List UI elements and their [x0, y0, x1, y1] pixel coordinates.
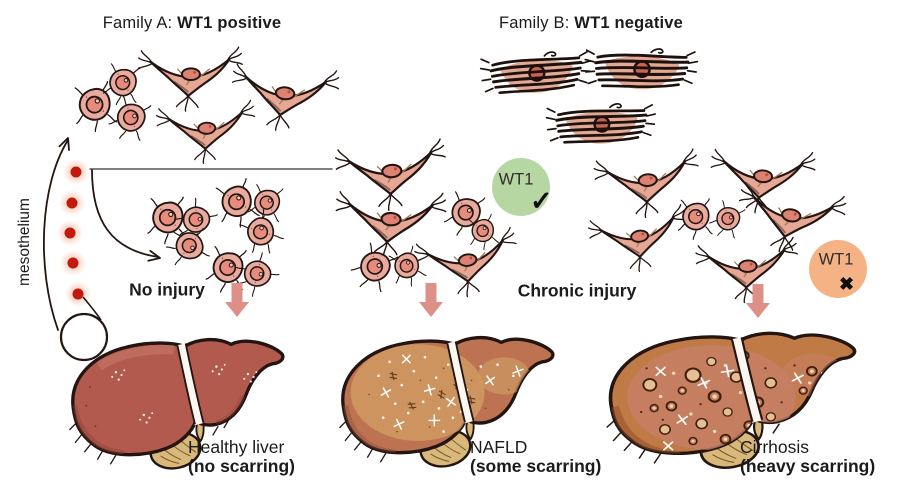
myofibroblast-cell — [582, 44, 700, 93]
down-arrow-nafld — [419, 283, 443, 317]
liver-name: NAFLD — [470, 437, 528, 457]
family-a-title-emphasis: WT1 positive — [177, 14, 282, 32]
down-arrow-healthy — [225, 283, 249, 317]
sketch-hatching — [68, 418, 230, 465]
magnifier-circle — [59, 312, 109, 362]
stellate-cell — [694, 236, 801, 306]
sketch-hatching — [338, 419, 387, 463]
mesothelium-label: mesothelium — [16, 198, 33, 286]
healthy-liver-illustration — [68, 337, 285, 475]
liver-qualifier: (no scarring) — [188, 456, 295, 476]
mesothelial-cell — [705, 197, 748, 243]
down-arrow-cirrhosis — [746, 284, 770, 318]
liver-qualifier: (some scarring) — [470, 456, 602, 476]
family-a-title-prefix: Family A: — [102, 14, 178, 32]
mesothelial-cell — [677, 197, 713, 241]
healthy-liver-label: Healthy liver (no scarring) — [188, 438, 295, 476]
family-a-stellate-cells-top — [137, 46, 342, 167]
liver-name: Healthy liver — [188, 437, 285, 457]
cross-icon: ✖ — [839, 274, 855, 294]
liver-name: Cirrhosis — [740, 437, 810, 457]
nafld-liver-illustration — [338, 335, 555, 473]
sketch-hatching — [606, 419, 781, 464]
family-a-round-cells-top — [70, 61, 155, 147]
mesothelium-dot — [66, 197, 78, 209]
wt1-positive-label: WT1 — [498, 170, 534, 189]
family-b-myofibroblasts — [478, 44, 700, 146]
magnifier-cone-line — [82, 296, 102, 321]
differentiation-arrow-up — [43, 137, 70, 331]
mesothelium-dot — [67, 257, 79, 269]
liver-texture — [342, 344, 531, 453]
mesothelial-cell — [70, 80, 119, 135]
mesothelium-dot — [72, 288, 84, 300]
family-b-title: Family B: WT1 negative — [499, 14, 683, 33]
stellate-cell — [333, 137, 450, 215]
stellate-cell — [155, 99, 258, 167]
myofibroblast-cell — [544, 101, 658, 146]
family-b-middle-cell-group — [332, 137, 524, 305]
wt1-negative-label: WT1 — [818, 250, 854, 269]
cirrhosis-liver-label: Cirrhosis (heavy scarring) — [740, 438, 875, 476]
stellate-cell — [586, 203, 694, 279]
mesothelium-strip — [57, 159, 91, 307]
wt1-positive-circle — [492, 158, 550, 216]
wt1-negative-circle — [809, 240, 867, 298]
nafld-liver-label: NAFLD (some scarring) — [470, 438, 601, 476]
no-injury-label: No injury — [129, 279, 205, 300]
check-icon: ✓ — [530, 186, 553, 216]
family-b-title-prefix: Family B: — [498, 14, 575, 32]
family-a-title: Family A: WT1 positive — [103, 14, 282, 33]
mesothelium-dot — [64, 227, 76, 239]
myofibroblast-cell — [478, 48, 594, 98]
stellate-cell — [226, 59, 342, 138]
stellate-cell — [137, 46, 244, 113]
liver-qualifier: (heavy scarring) — [740, 456, 876, 476]
chronic-injury-label: Chronic injury — [517, 280, 637, 301]
derivation-bracket-arrow — [89, 168, 333, 262]
mesothelial-cell — [385, 244, 429, 292]
family-b-title-emphasis: WT1 negative — [574, 14, 684, 32]
mesothelium-dot — [70, 166, 82, 178]
